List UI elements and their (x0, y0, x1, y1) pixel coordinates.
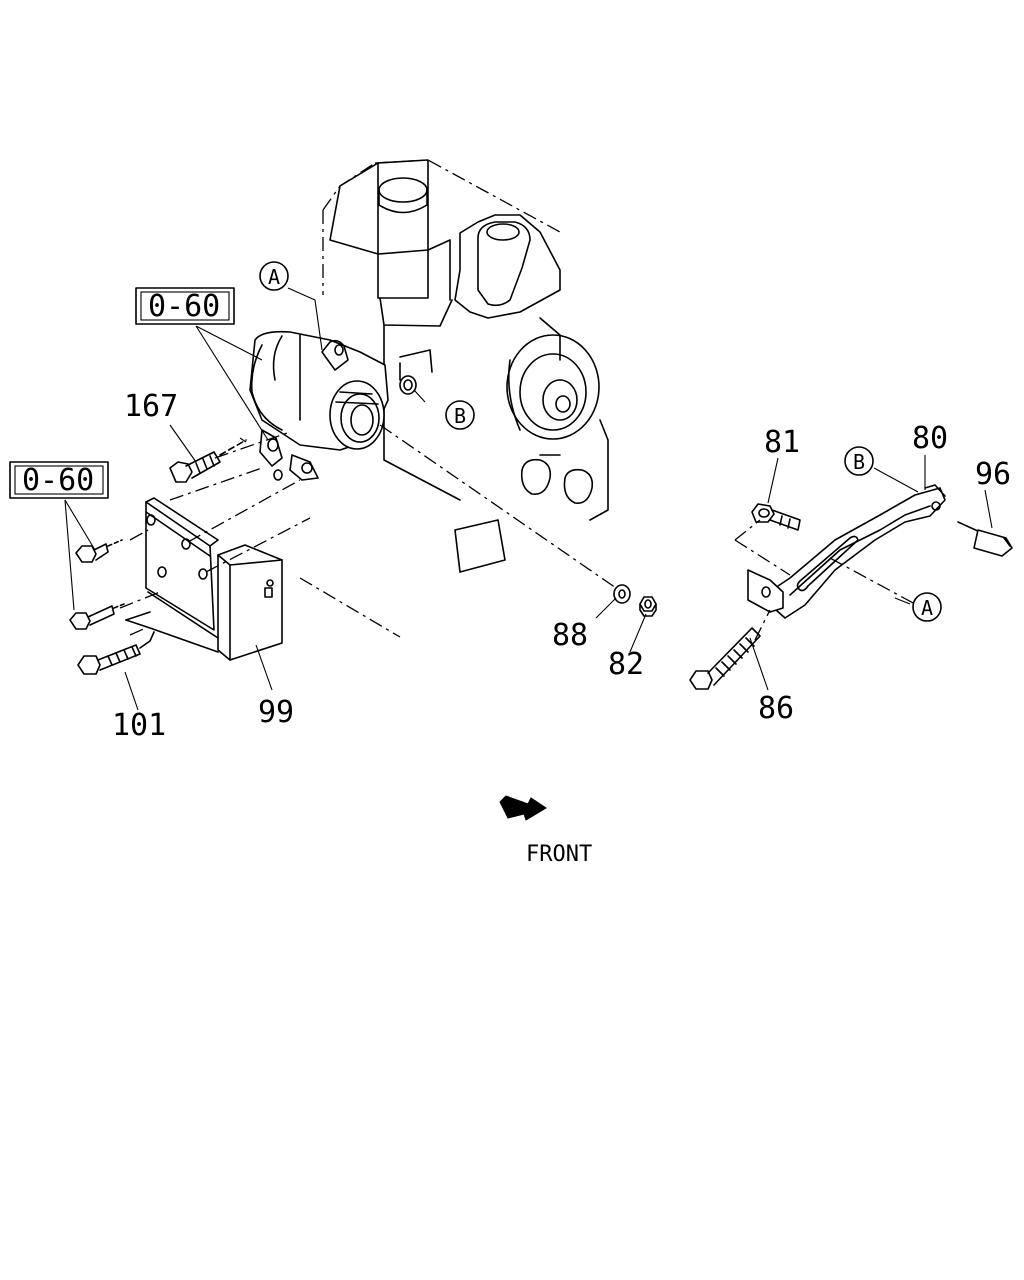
front-label: FRONT (526, 842, 592, 867)
circle-b-right: B (844, 446, 874, 476)
bolt-86 (689, 627, 761, 690)
assembly-lines (119, 424, 916, 641)
washer-88 (613, 584, 631, 604)
leader-lines (64, 287, 993, 711)
circle-a-top-label: A (268, 265, 280, 289)
part-number-167: 167 (124, 389, 178, 424)
ref-box-top-label: 0-60 (148, 289, 220, 324)
part-number-80: 80 (912, 421, 948, 456)
washer-b-mid (399, 375, 417, 395)
part-number-99: 99 (258, 695, 294, 730)
nut-82 (639, 596, 657, 617)
part-number-88: 88 (552, 618, 588, 653)
ref-box-top: 0-60 (135, 287, 235, 325)
part-number-101: 101 (112, 708, 166, 743)
front-arrow-icon (499, 795, 547, 821)
bolt-167 (169, 437, 247, 483)
bolt-96 (957, 521, 1013, 557)
circle-b-right-label: B (853, 450, 865, 474)
part-number-96: 96 (975, 457, 1011, 492)
part-number-86: 86 (758, 691, 794, 726)
bolt-left-upper (75, 539, 123, 563)
circle-a-right: A (912, 592, 942, 622)
part-number-81: 81 (764, 425, 800, 460)
bolt-101 (77, 631, 155, 675)
circle-a-right-label: A (921, 596, 933, 620)
alternator (249, 330, 389, 481)
bolt-left-lower (69, 603, 125, 630)
bracket-99 (125, 497, 283, 661)
adjusting-bar-80 (747, 484, 946, 619)
part-number-82: 82 (608, 647, 644, 682)
circle-b-mid: B (445, 400, 475, 430)
circle-a-top: A (259, 261, 289, 291)
circle-b-mid-label: B (454, 404, 466, 428)
ref-box-left-label: 0-60 (22, 463, 94, 498)
ref-box-left: 0-60 (9, 461, 109, 499)
bolt-81 (751, 503, 801, 531)
